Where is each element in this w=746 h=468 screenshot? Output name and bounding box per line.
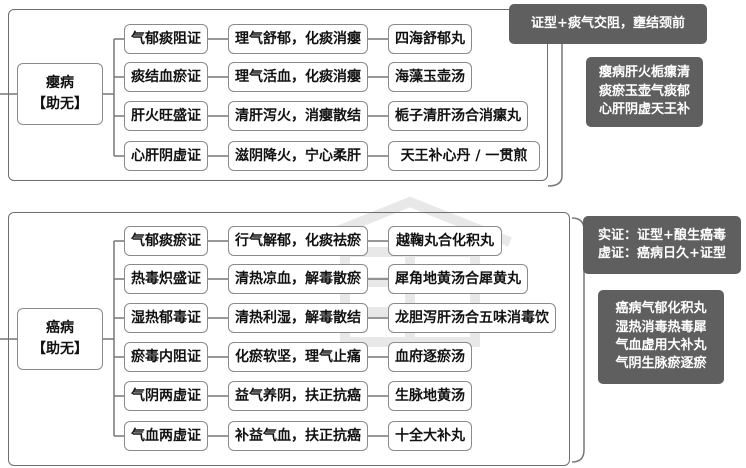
cancer-formula-4: 血府逐瘀汤 [388,342,472,372]
cancer-syndrome-6: 气血两虚证 [124,421,208,451]
goiter-syndrome-1: 气郁痰阻证 [124,24,208,54]
goiter-root-sub: 【助无】 [32,96,88,112]
goiter-formula-3: 栀子清肝汤合消瘰丸 [388,101,528,131]
goiter-root-name: 瘿病 [46,75,74,91]
cancer-syndrome-2: 热毒炽盛证 [124,264,208,294]
goiter-pathogenesis-text: 证型+痰气交阻，壅结颈前 [531,15,685,31]
goiter-formula-2: 海藻玉壶汤 [388,62,472,92]
cancer-pathogenesis-line-1: 实证：证型+酿生癌毒 [598,227,726,243]
cancer-method-5: 益气养阴，扶正抗癌 [228,381,368,411]
cancer-mnemonic-note: 癌病气郁化积丸 湿热消毒热毒犀 气血虚用大补丸 气阴生脉瘀逐瘀 [598,290,724,384]
goiter-method-3: 清肝泻火，消瘿散结 [228,101,368,131]
brace-line [547,19,563,187]
cancer-method-2: 清热凉血，解毒散瘀 [228,264,368,294]
cancer-mnemonic-line-2: 湿热消毒热毒犀 [615,319,707,335]
cancer-mnemonic-line-1: 癌病气郁化积丸 [615,301,707,317]
cancer-formula-6: 十全大补丸 [388,421,472,451]
goiter-formula-1: 四海舒郁丸 [388,24,472,54]
cancer-root-name: 癌病 [46,320,74,336]
goiter-mnemonic-line-3: 心肝阴虚天王补 [598,102,690,118]
cancer-syndrome-4: 瘀毒内阻证 [124,342,208,372]
goiter-formula-4: 天王补心丹 / 一贯煎 [388,141,540,171]
cancer-method-1: 行气解郁，化痰祛瘀 [228,226,368,256]
cancer-root-node: 癌病 【助无】 [17,308,103,370]
cancer-pathogenesis-note: 实证：证型+酿生癌毒 虚证：癌病日久+证型 [583,216,741,274]
goiter-syndrome-4: 心肝阴虚证 [124,141,208,171]
cancer-pathogenesis-line-2: 虚证：癌病日久+证型 [598,246,726,261]
cancer-method-3: 清热利湿，解毒散结 [228,303,368,333]
cancer-mnemonic-line-4: 气阴生脉瘀逐瘀 [615,356,707,372]
cancer-syndrome-1: 气郁痰瘀证 [124,226,208,256]
cancer-syndrome-5: 气阴两虚证 [124,381,208,411]
cancer-formula-2: 犀角地黄汤合犀黄丸 [388,264,528,294]
cancer-group-frame [8,212,570,466]
cancer-root-sub: 【助无】 [32,341,88,357]
goiter-pathogenesis-note: 证型+痰气交阻，壅结颈前 [509,4,707,44]
goiter-method-4: 滋阴降火，宁心柔肝 [228,141,368,171]
cancer-formula-3: 龙胆泻肝汤合五味消毒饮 [388,303,556,333]
cancer-mnemonic-line-3: 气血虚用大补丸 [615,338,707,353]
goiter-mnemonic-note: 瘿病肝火栀瘰清 痰瘀玉壶气痰郁 心肝阴虚天王补 [586,57,703,127]
goiter-root-node: 瘿病 【助无】 [17,63,103,125]
cancer-method-6: 补益气血，扶正抗癌 [228,421,368,451]
goiter-group-frame [8,9,548,181]
cancer-formula-5: 生脉地黄汤 [388,381,472,411]
goiter-method-2: 理气活血，化痰消瘿 [228,62,368,92]
cancer-formula-1: 越鞠丸合化积丸 [388,226,502,256]
cancer-syndrome-3: 湿热郁毒证 [124,303,208,333]
goiter-mnemonic-line-2: 痰瘀玉壶气痰郁 [598,83,690,99]
goiter-syndrome-3: 肝火旺盛证 [124,101,208,131]
goiter-method-1: 理气舒郁，化痰消瘿 [228,24,368,54]
goiter-syndrome-2: 痰结血瘀证 [124,62,208,92]
cancer-method-4: 化瘀软坚，理气止痛 [228,342,368,372]
goiter-mnemonic-line-1: 瘿病肝火栀瘰清 [598,65,690,81]
